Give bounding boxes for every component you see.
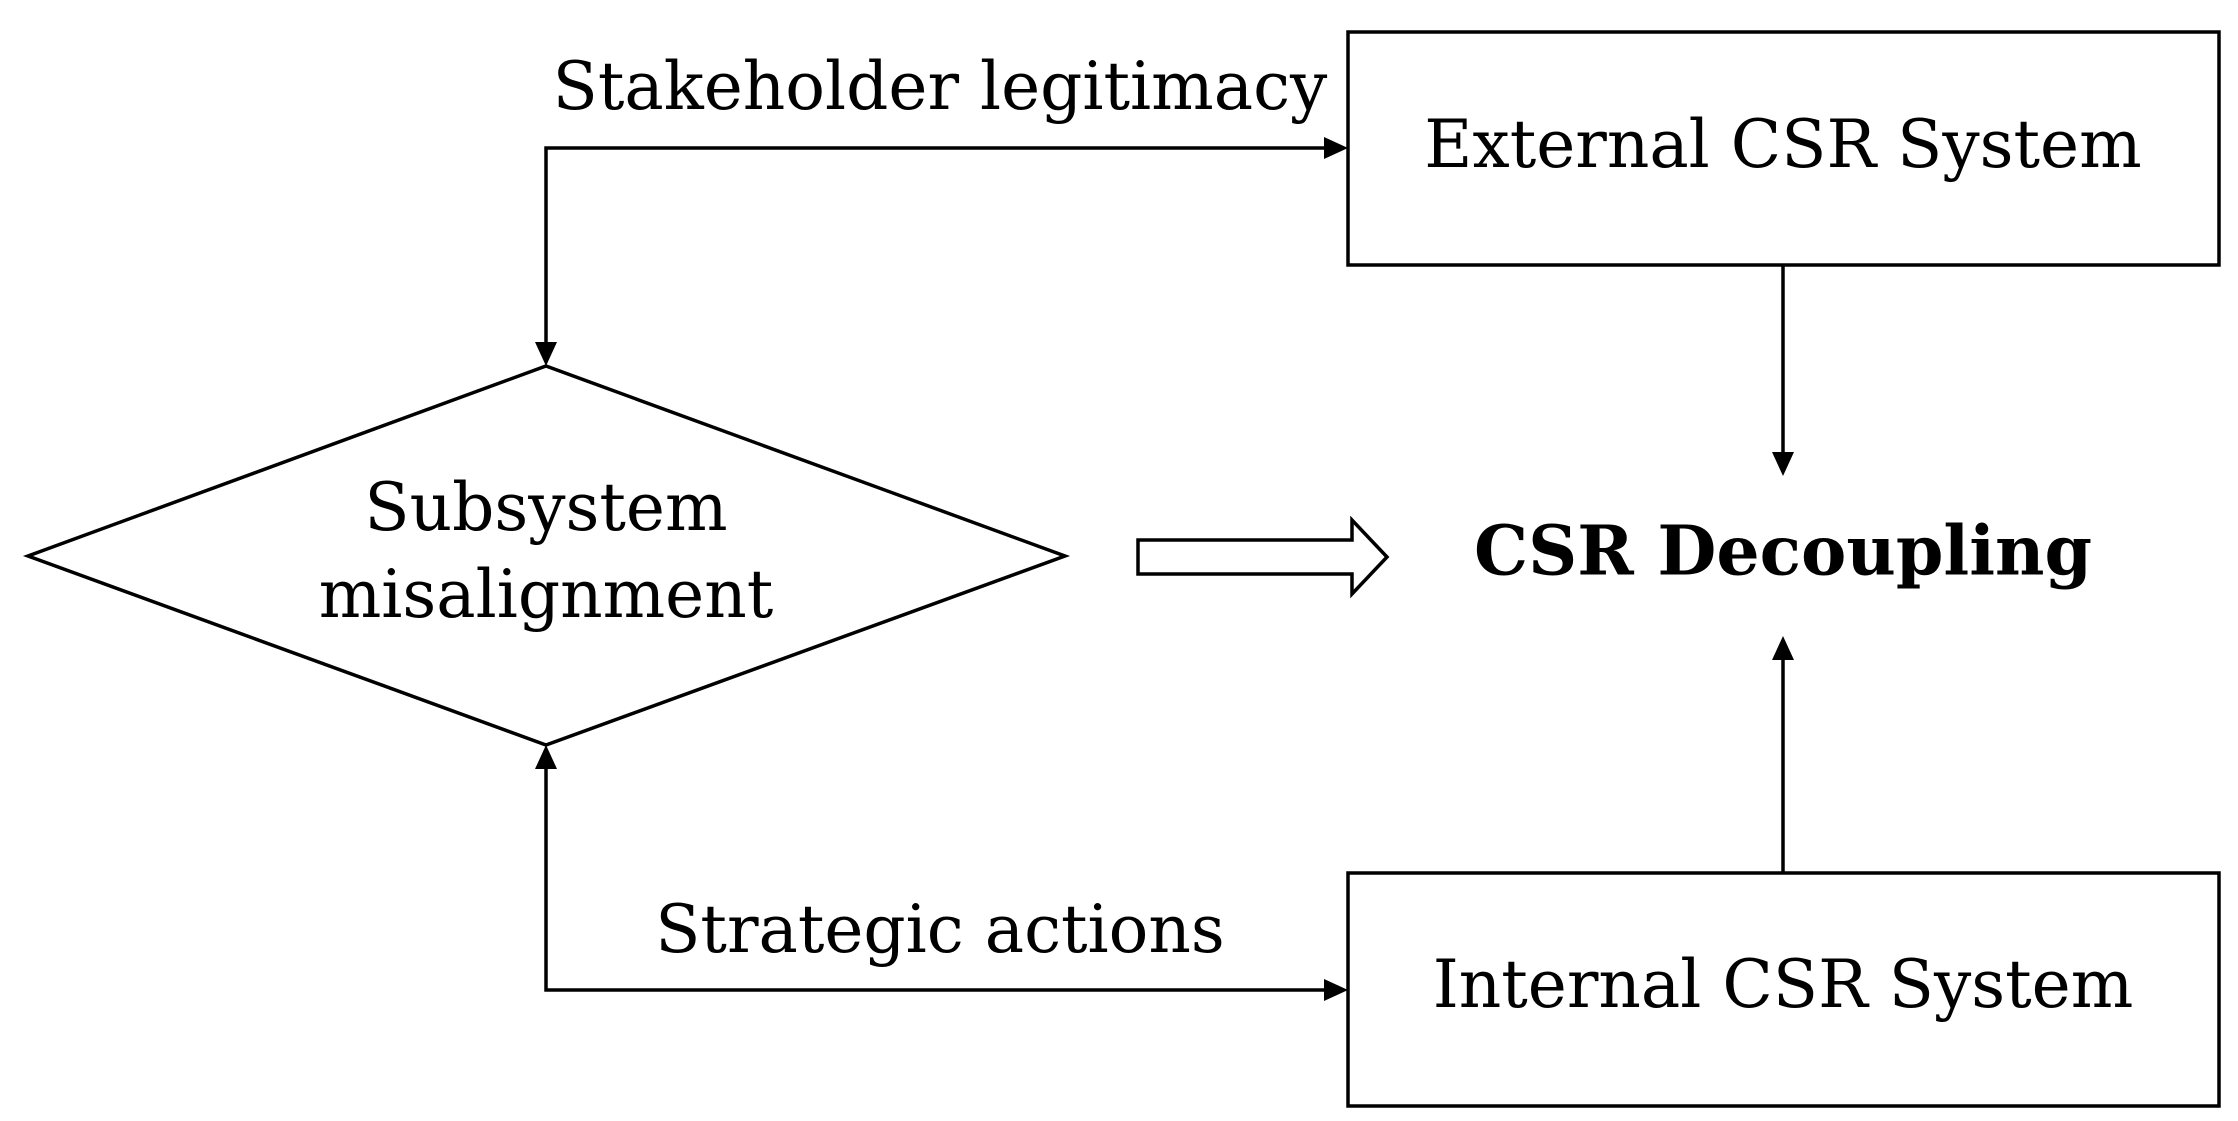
- misalignment-to-decoupling-block-arrow: [1136, 515, 1390, 599]
- arrowhead-to-external-system: [1324, 137, 1348, 159]
- internal-csr-system-node: Internal CSR System: [1346, 871, 2221, 1108]
- strategic-actions-label: Strategic actions: [655, 891, 1225, 968]
- strategic-actions-line: [544, 769, 1326, 992]
- arrowhead-down-to-decoupling: [1772, 452, 1794, 476]
- internal-to-decoupling-arrow: [1772, 636, 1794, 873]
- csr-decoupling-label: CSR Decoupling: [1474, 512, 2092, 592]
- stakeholder-legitimacy-connector: Stakeholder legitimacy: [535, 48, 1348, 366]
- arrowhead-to-internal-system: [1324, 979, 1348, 1001]
- stakeholder-legitimacy-line: [544, 146, 1326, 342]
- external-csr-system-node: External CSR System: [1346, 30, 2221, 267]
- subsystem-misalignment-label-line2: misalignment: [319, 556, 774, 633]
- subsystem-misalignment-label-line1: Subsystem: [364, 469, 727, 546]
- arrowhead-to-misalignment-top: [535, 342, 557, 366]
- external-to-decoupling-arrow: [1772, 265, 1794, 476]
- internal-csr-system-box: [1346, 871, 2221, 1108]
- subsystem-misalignment-node: Subsystem misalignment: [22, 364, 1071, 747]
- arrowhead-to-misalignment-bottom: [535, 745, 557, 769]
- internal-csr-system-label: Internal CSR System: [1433, 946, 2134, 1023]
- external-csr-system-label: External CSR System: [1424, 106, 2141, 183]
- strategic-actions-connector: Strategic actions: [535, 745, 1348, 1001]
- arrowhead-up-to-decoupling: [1772, 636, 1794, 660]
- stakeholder-legitimacy-label: Stakeholder legitimacy: [553, 48, 1328, 125]
- external-csr-system-box: [1346, 30, 2221, 267]
